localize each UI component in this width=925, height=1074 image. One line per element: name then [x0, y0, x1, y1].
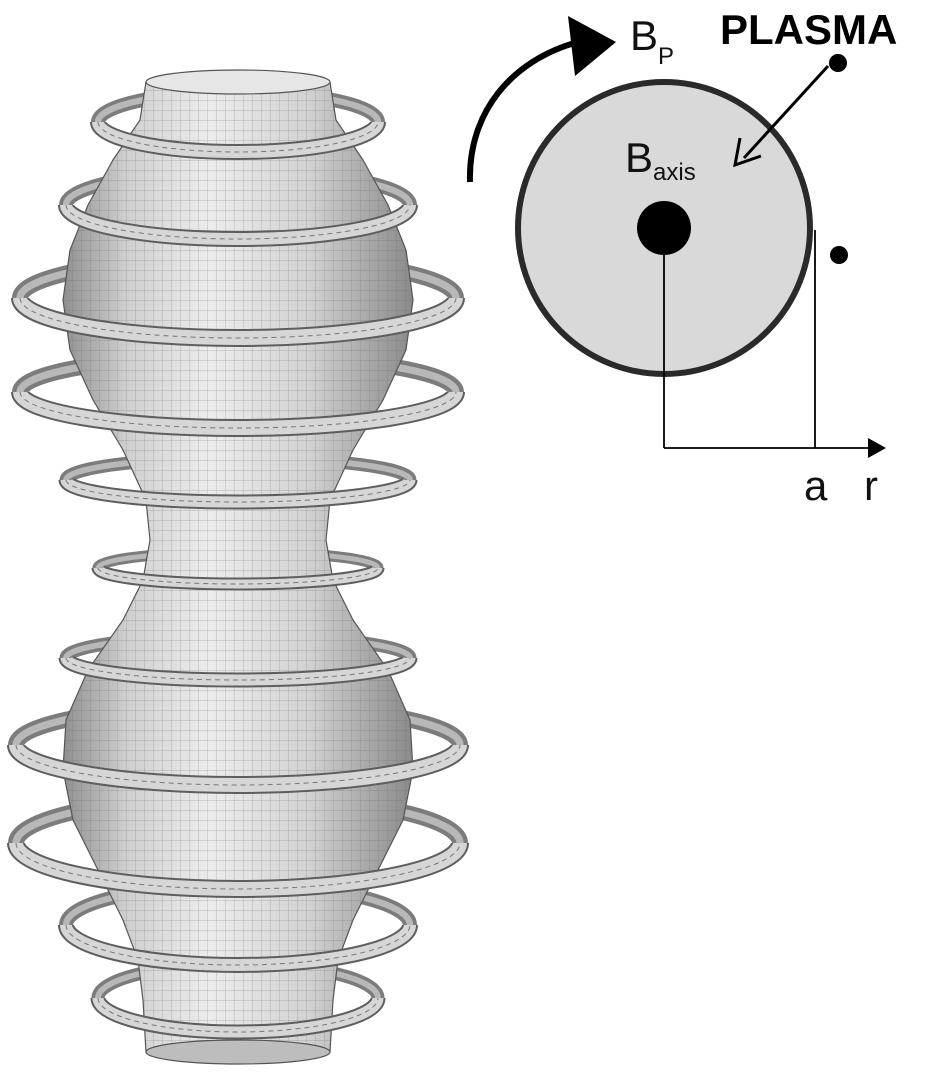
coil-ring-front-mesh [97, 121, 379, 153]
curved-arrow-icon [466, 39, 579, 183]
magnetic-axis-dot [637, 201, 691, 255]
radius-axis-label: r [864, 462, 878, 509]
coil-ring-front-mesh [65, 924, 411, 966]
coil-ring-front [60, 656, 416, 686]
cross-section-schematic: BP PLASMA Baxis a r [466, 6, 897, 509]
coil-ring-front-mesh [65, 204, 411, 240]
coil-ring-front-mesh [15, 842, 461, 890]
arrow-right-icon [868, 438, 886, 458]
vessel-mesh-grid [63, 82, 413, 1052]
plasma-label: PLASMA [720, 6, 897, 53]
coil-dot-upper [829, 54, 847, 72]
straight-arrow-icon [742, 64, 830, 160]
straight-arrow-head [733, 137, 762, 168]
coil-ring-front [93, 566, 383, 589]
baxis-subscript: axis [653, 159, 696, 186]
coil-ring-front [60, 478, 416, 508]
vessel-top-cap [145, 69, 331, 95]
baxis-label: Baxis [625, 134, 696, 186]
vessel-body [62, 69, 414, 1065]
coil-ring-front [92, 997, 384, 1038]
coil-rings-front [7, 120, 469, 1040]
minor-radius-label: a [804, 462, 828, 509]
coil-dot-lower [830, 246, 848, 264]
coil-ring-front [9, 744, 467, 792]
vessel-bottom-cap [145, 1039, 331, 1065]
coil-ring-front-mesh [19, 297, 457, 339]
coil-ring-front-mesh [19, 391, 457, 429]
curved-arrow-head [568, 16, 616, 76]
bp-label: BP [630, 12, 674, 70]
vessel-3d-render [7, 69, 469, 1065]
bp-subscript: P [658, 43, 674, 70]
